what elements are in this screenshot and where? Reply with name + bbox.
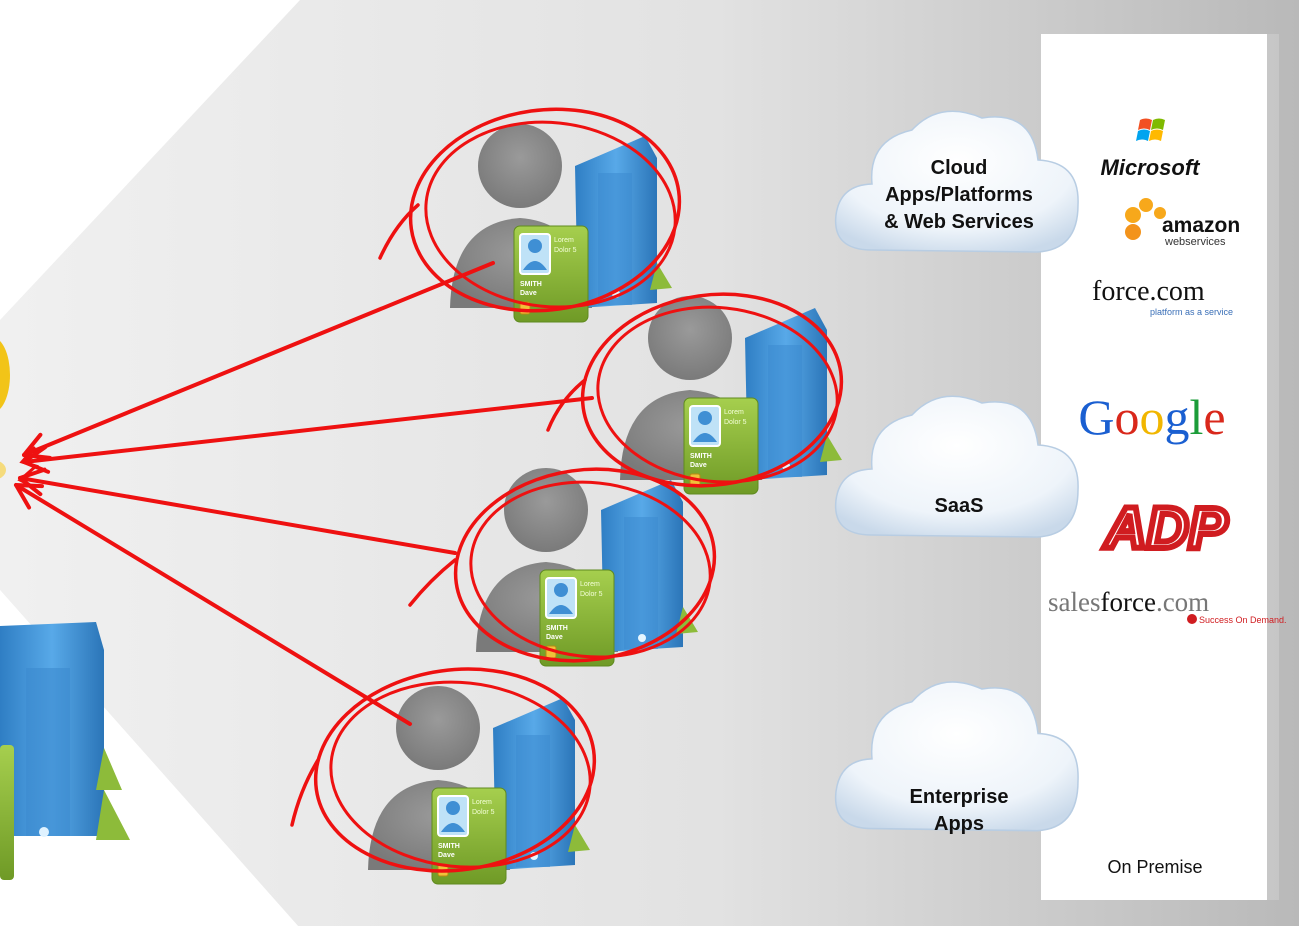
server-icon bbox=[601, 480, 698, 652]
salesforce-logo: salesforce.com Success On Demand. bbox=[1048, 587, 1287, 625]
salesforce-text: salesforce.com bbox=[1048, 587, 1209, 617]
on-premise-label: On Premise bbox=[1107, 857, 1202, 877]
id-card-corner-line2: Dolor 5 bbox=[580, 591, 603, 598]
id-card-name-line2: Dave bbox=[690, 462, 707, 469]
adp-logo: ADP bbox=[1100, 493, 1231, 564]
highlight-circle bbox=[290, 667, 597, 873]
id-card-name-line1: SMITH bbox=[690, 453, 712, 460]
cloud-label-line: SaaS bbox=[935, 495, 984, 517]
server-icon bbox=[575, 136, 672, 308]
yellow-node-icon bbox=[0, 340, 10, 410]
highlight-circle bbox=[546, 292, 844, 488]
microsoft-logo: Microsoft bbox=[1101, 118, 1202, 180]
arrow-scribble bbox=[17, 446, 40, 488]
amazon-subtext: webservices bbox=[1164, 236, 1226, 248]
left-server-icon bbox=[0, 622, 130, 880]
arrow bbox=[18, 467, 457, 555]
id-card-corner-line2: Dolor 5 bbox=[472, 809, 495, 816]
cloud-label-line: & Web Services bbox=[884, 211, 1034, 233]
id-card-corner-line2: Dolor 5 bbox=[724, 419, 747, 426]
cloud-label-line: Cloud bbox=[931, 157, 988, 179]
id-card-name-line2: Dave bbox=[546, 634, 563, 641]
on-premise-panel bbox=[1041, 34, 1267, 900]
cloud-icon: SaaS bbox=[834, 395, 1079, 538]
id-card-corner-line1: Lorem bbox=[554, 237, 574, 244]
google-logo: Google bbox=[1078, 389, 1225, 445]
id-card-name-line1: SMITH bbox=[546, 625, 568, 632]
amazon-logo: amazon webservices bbox=[1125, 198, 1240, 248]
id-card-name-line2: Dave bbox=[438, 852, 455, 859]
cloud-label-line: Apps/Platforms bbox=[885, 184, 1033, 206]
google-text: Google bbox=[1078, 389, 1225, 445]
cloud-label-line: Enterprise bbox=[910, 786, 1009, 808]
forcecom-subtext: platform as a service bbox=[1150, 307, 1233, 317]
arrow bbox=[22, 261, 495, 460]
forcecom-text: force.com bbox=[1092, 276, 1205, 307]
highlight-circle bbox=[378, 107, 682, 313]
id-card-name-line2: Dave bbox=[520, 290, 537, 297]
background-left-cut bbox=[0, 0, 300, 320]
microsoft-text: Microsoft bbox=[1101, 155, 1202, 180]
server-icon bbox=[493, 698, 590, 870]
id-card-corner-line2: Dolor 5 bbox=[554, 247, 577, 254]
amazon-text: amazon bbox=[1162, 214, 1240, 237]
id-card-corner-line1: Lorem bbox=[580, 581, 600, 588]
forcecom-logo: force.com platform as a service bbox=[1092, 276, 1233, 317]
adp-text: ADP bbox=[1103, 496, 1228, 561]
id-card-corner-line1: Lorem bbox=[724, 409, 744, 416]
highlight-circle bbox=[408, 467, 717, 663]
id-card-name-line1: SMITH bbox=[438, 843, 460, 850]
salesforce-subtext: Success On Demand. bbox=[1199, 615, 1287, 625]
id-card-name-line1: SMITH bbox=[520, 281, 542, 288]
id-card-corner-line1: Lorem bbox=[472, 799, 492, 806]
cloud-label-line: Apps bbox=[934, 813, 984, 835]
